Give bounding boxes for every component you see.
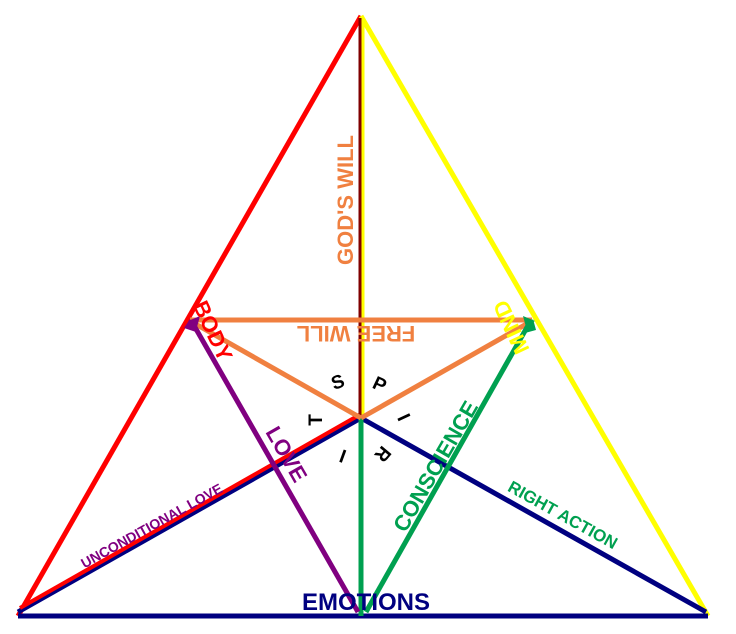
center-to-body-line — [190, 319, 363, 421]
spoke-center-bottom-left — [16, 415, 363, 615]
spirit-letter-t: T — [306, 414, 327, 426]
emotions-label: EMOTIONS — [302, 589, 430, 616]
unconditional-love-label: UNCONDITIONAL LOVE — [78, 480, 225, 571]
mind-arrowhead — [523, 316, 535, 327]
gods-will-label: GOD'S WILL — [333, 135, 358, 265]
body-arrowhead — [188, 316, 200, 327]
love-arrowhead — [184, 319, 196, 332]
free-will-label: FREE WILL — [297, 321, 416, 346]
center-to-mind-line — [359, 319, 532, 421]
conscience-line — [363, 320, 533, 614]
spirit-letter-i-2: I — [337, 444, 349, 466]
spirit-letter-s: S — [329, 371, 348, 395]
spirit-letter-i: I — [392, 411, 413, 425]
body-edge-left — [15, 14, 364, 618]
right-action-label: RIGHT ACTION — [505, 477, 621, 553]
right-action-line — [359, 415, 708, 615]
unconditional-love-line — [19, 412, 362, 610]
spirit-letter-r: R — [370, 442, 395, 466]
spirit-letter-p: P — [369, 373, 390, 398]
mind-edge-right — [358, 14, 711, 618]
love-line — [189, 320, 361, 614]
conscience-arrowhead — [525, 319, 536, 333]
